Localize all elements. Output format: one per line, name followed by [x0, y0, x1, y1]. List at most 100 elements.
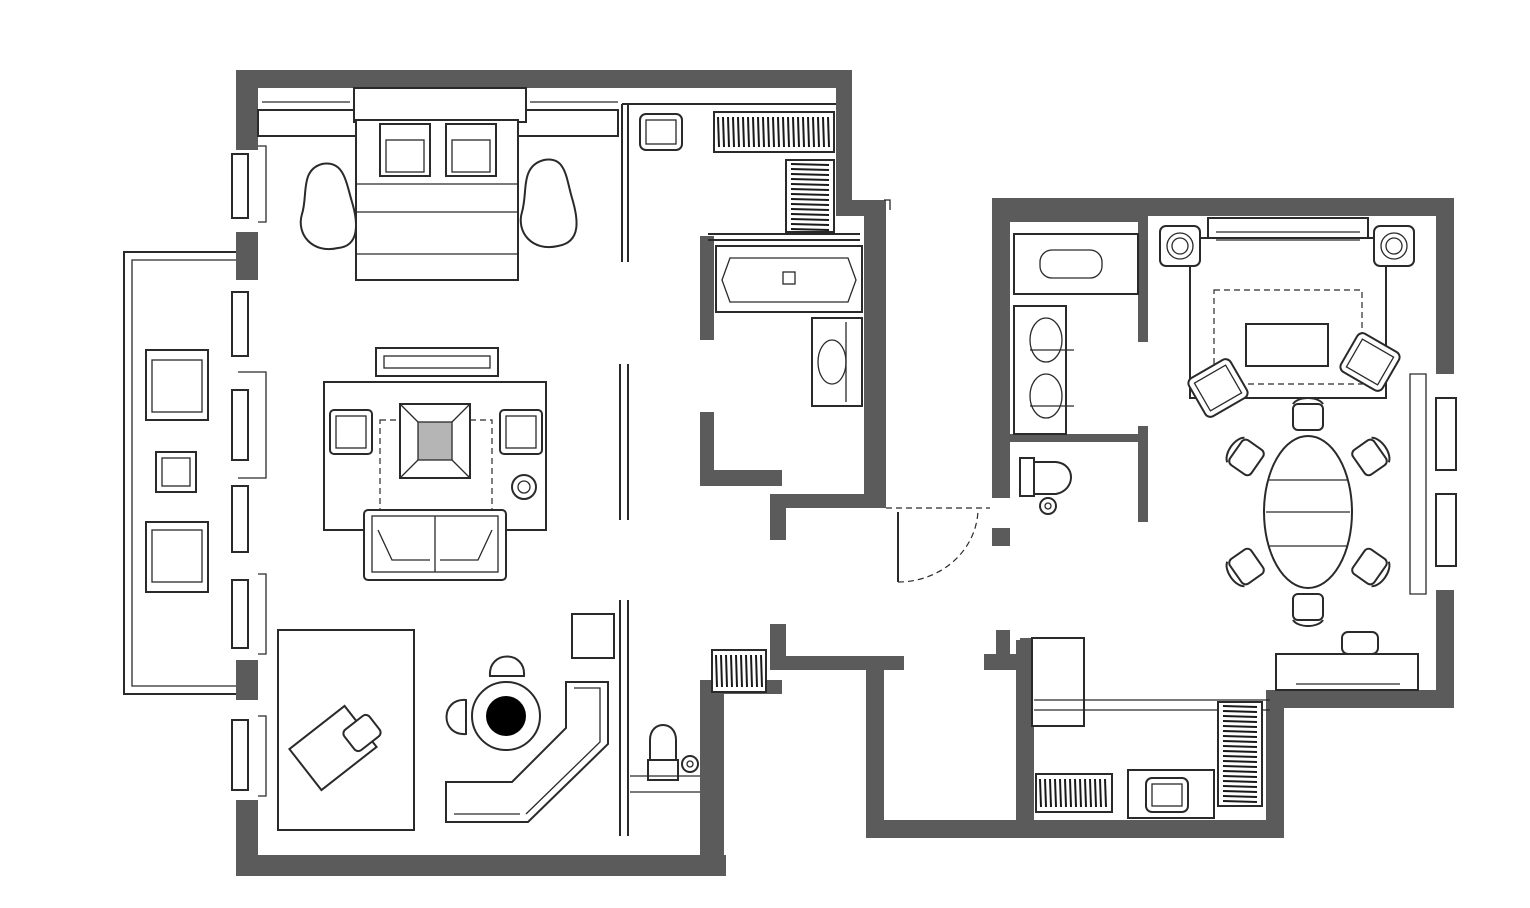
hanger-line — [1222, 715, 1258, 718]
dining-chair — [488, 655, 526, 677]
door-jamb-mark — [884, 199, 891, 210]
hanger-line — [790, 198, 830, 201]
armchair — [499, 409, 543, 455]
hanger-line — [735, 654, 738, 688]
hanger-line — [760, 654, 763, 688]
sofa — [363, 509, 507, 581]
toilet — [1019, 457, 1072, 515]
wardrobe-hangers — [785, 159, 835, 233]
hanger-line — [790, 223, 830, 226]
armchair — [329, 409, 373, 455]
hanger-line — [1222, 760, 1258, 763]
hanger-line — [725, 654, 728, 688]
dining-chair — [1292, 593, 1324, 627]
hanger-line — [1222, 735, 1258, 738]
entrance-door[interactable] — [886, 507, 990, 583]
tv-console — [375, 347, 499, 377]
partition-wall — [621, 103, 836, 262]
hanger-line — [787, 116, 790, 148]
hanger-line — [1044, 778, 1047, 808]
hanger-line — [782, 116, 785, 148]
hanger-line — [790, 228, 830, 231]
closet-valet-chair — [1127, 769, 1215, 819]
hanger-line — [1059, 778, 1062, 808]
oval-dining-table — [1263, 435, 1353, 589]
l-shaped-sideboard — [445, 681, 609, 823]
hanger-line — [792, 116, 795, 148]
console-desk — [1275, 653, 1419, 691]
dining-chair — [1292, 397, 1324, 431]
partition-wall — [619, 364, 629, 836]
hanger-line — [777, 116, 780, 148]
hanger-line — [730, 654, 733, 688]
hanger-line — [1099, 778, 1102, 808]
utility-hangers — [711, 649, 767, 693]
hanger-line — [745, 654, 748, 688]
pillow — [379, 123, 431, 177]
hanger-line — [790, 203, 830, 206]
hanger-line — [790, 188, 830, 191]
hanger-line — [1039, 778, 1042, 808]
walls — [236, 70, 1454, 876]
window-frames — [231, 145, 1457, 797]
hanger-line — [757, 116, 760, 148]
hanger-line — [1049, 778, 1052, 808]
round-dining-table — [471, 681, 541, 751]
dining-chair — [1225, 436, 1265, 477]
hanger-line — [790, 213, 830, 216]
armchair — [1339, 332, 1401, 392]
dining-chairs — [1225, 397, 1391, 627]
nightstand-lamp — [1373, 225, 1415, 267]
hanger-line — [747, 116, 750, 148]
side-cabinet — [571, 613, 615, 659]
hanger-line — [1222, 725, 1258, 728]
hanger-line — [1222, 750, 1258, 753]
hanger-line — [772, 116, 775, 148]
hanger-line — [807, 116, 810, 148]
hanger-line — [790, 208, 830, 211]
balcony-armchair — [145, 349, 209, 421]
bathtub — [715, 245, 863, 313]
hanger-line — [790, 173, 830, 176]
hanger-line — [790, 168, 830, 171]
hanger-line — [790, 183, 830, 186]
hanger-line — [1222, 755, 1258, 758]
hanger-line — [1222, 705, 1258, 708]
hanger-line — [1089, 778, 1092, 808]
dining-chair — [445, 698, 467, 736]
hanger-line — [1222, 765, 1258, 768]
dining-chair — [1351, 547, 1391, 588]
toilet — [630, 724, 700, 793]
hanger-line — [1222, 780, 1258, 783]
bathroom-partition — [708, 233, 860, 241]
hanger-line — [722, 116, 725, 148]
hanger-line — [1079, 778, 1082, 808]
hanger-line — [797, 116, 800, 148]
sheepskin-rug — [299, 162, 357, 251]
pillow — [445, 123, 497, 177]
hanger-line — [750, 654, 753, 688]
nightstand-lamp — [1159, 225, 1201, 267]
hanger-line — [790, 163, 830, 166]
hanger-line — [767, 116, 770, 148]
hanger-line — [1222, 785, 1258, 788]
hanger-line — [720, 654, 723, 688]
hanger-line — [1222, 790, 1258, 793]
wardrobe-hangers — [1217, 701, 1263, 807]
hanger-line — [1054, 778, 1057, 808]
hanger-line — [755, 654, 758, 688]
hanger-line — [1222, 740, 1258, 743]
hanger-line — [1222, 800, 1258, 803]
desk-chair — [1341, 631, 1379, 655]
double-bed — [355, 119, 519, 281]
hanger-line — [1222, 730, 1258, 733]
dining-chair — [1351, 436, 1391, 477]
hanger-line — [790, 178, 830, 181]
hanger-line — [1222, 795, 1258, 798]
balcony-side-table — [155, 451, 197, 493]
hanger-line — [1222, 710, 1258, 713]
hanger-line — [737, 116, 740, 148]
hanger-line — [790, 218, 830, 221]
closet-valet-chair — [639, 113, 683, 151]
